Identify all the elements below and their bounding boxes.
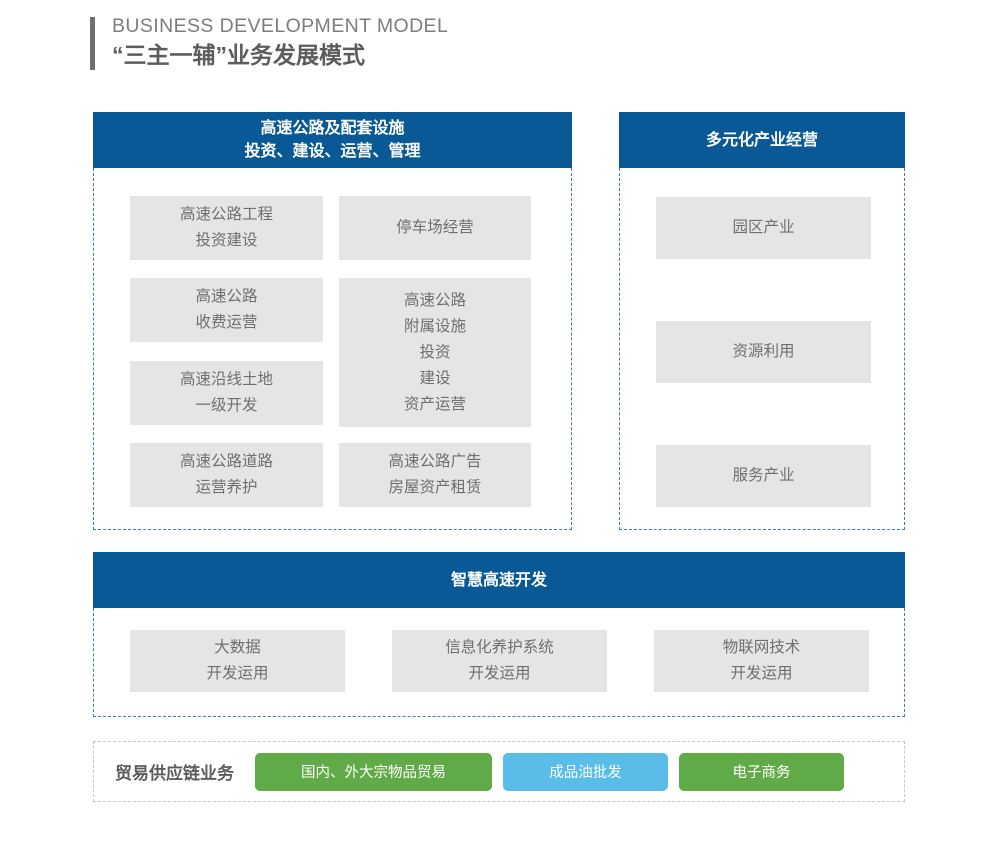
panel-diversified-header: 多元化产业经营 (619, 112, 905, 168)
box-line: 建设 (419, 369, 451, 387)
box-big-data-development[interactable]: 大数据 开发运用 (130, 630, 345, 692)
panel-diversified-body: 园区产业 资源利用 服务产业 (619, 168, 905, 530)
panel-smart-highway-development: 智慧高速开发 大数据 开发运用 信息化养护系统 开发运用 物联网技术 开发运用 (93, 552, 905, 717)
box-highway-advertising-leasing[interactable]: 高速公路广告 房屋资产租赁 (339, 443, 531, 507)
box-parking-lot-operation[interactable]: 停车场经营 (339, 196, 531, 260)
box-line: 高速沿线土地 (179, 371, 273, 388)
box-line: 资源利用 (732, 343, 795, 360)
box-line: 运营养护 (195, 479, 258, 496)
box-highway-toll-operation[interactable]: 高速公路 收费运营 (130, 278, 323, 342)
box-line: 资产运营 (403, 395, 466, 413)
panel-highway-header-line1: 高速公路及配套设施 (260, 120, 405, 137)
panel-highway-header-line2: 投资、建设、运营、管理 (244, 143, 421, 160)
box-line: 开发运用 (206, 665, 269, 682)
box-line: 高速公路 (403, 291, 466, 309)
box-line: 高速公路广告 (388, 453, 482, 470)
page-title: “三主一辅”业务发展模式 (112, 42, 365, 68)
box-line: 开发运用 (730, 665, 793, 682)
panel-diversified-industry: 多元化产业经营 园区产业 资源利用 服务产业 (619, 112, 905, 530)
panel-diversified-header-line1: 多元化产业经营 (705, 131, 818, 149)
box-line: 开发运用 (468, 665, 531, 682)
box-highway-engineering-investment[interactable]: 高速公路工程 投资建设 (130, 196, 323, 260)
box-line: 一级开发 (195, 397, 258, 414)
box-line: 高速公路工程 (179, 206, 273, 223)
box-line: 园区产业 (732, 219, 795, 236)
pill-bulk-commodity-trade[interactable]: 国内、外大宗物品贸易 (255, 752, 492, 791)
pill-refined-oil-wholesale[interactable]: 成品油批发 (503, 752, 668, 791)
header-eyebrow: BUSINESS DEVELOPMENT MODEL (112, 15, 449, 37)
box-highway-ancillary-facilities[interactable]: 高速公路 附属设施 投资 建设 资产运营 (339, 278, 531, 427)
trade-supply-chain-label: 贸易供应链业务 (115, 764, 234, 783)
box-line: 停车场经营 (396, 219, 474, 236)
box-park-industry[interactable]: 园区产业 (656, 197, 871, 259)
box-line: 信息化养护系统 (445, 639, 554, 656)
box-line: 附属设施 (403, 317, 466, 335)
panel-smart-header: 智慧高速开发 (93, 552, 905, 608)
box-line: 房屋资产租赁 (388, 479, 482, 496)
box-line: 收费运营 (195, 314, 258, 331)
box-highway-road-maintenance[interactable]: 高速公路道路 运营养护 (130, 443, 323, 507)
pill-e-commerce[interactable]: 电子商务 (679, 752, 844, 791)
box-line: 物联网技术 (722, 639, 801, 656)
box-roadside-land-development[interactable]: 高速沿线土地 一级开发 (130, 361, 323, 425)
box-resource-utilization[interactable]: 资源利用 (656, 321, 871, 383)
panel-smart-body: 大数据 开发运用 信息化养护系统 开发运用 物联网技术 开发运用 (93, 608, 905, 717)
box-line: 大数据 (214, 639, 261, 656)
panel-highway-and-facilities: 高速公路及配套设施 投资、建设、运营、管理 高速公路工程 投资建设 停车场经营 … (93, 112, 572, 530)
panel-highway-body: 高速公路工程 投资建设 停车场经营 高速公路 收费运营 高速公路 附属设施 投资… (93, 168, 572, 530)
box-service-industry[interactable]: 服务产业 (656, 445, 871, 507)
box-line: 投资建设 (195, 232, 258, 249)
page-header: BUSINESS DEVELOPMENT MODEL “三主一辅”业务发展模式 (90, 14, 448, 70)
box-line: 投资 (419, 343, 451, 361)
panel-trade-supply-chain: 贸易供应链业务 国内、外大宗物品贸易 成品油批发 电子商务 (93, 741, 905, 802)
box-line: 服务产业 (732, 467, 795, 484)
box-line: 高速公路 (195, 288, 258, 305)
panel-smart-header-line1: 智慧高速开发 (450, 571, 547, 589)
panel-highway-header: 高速公路及配套设施 投资、建设、运营、管理 (93, 112, 572, 168)
box-line: 高速公路道路 (179, 453, 273, 470)
box-informatized-maintenance-system[interactable]: 信息化养护系统 开发运用 (392, 630, 607, 692)
header-accent-bar (90, 17, 95, 70)
box-iot-technology-development[interactable]: 物联网技术 开发运用 (654, 630, 869, 692)
